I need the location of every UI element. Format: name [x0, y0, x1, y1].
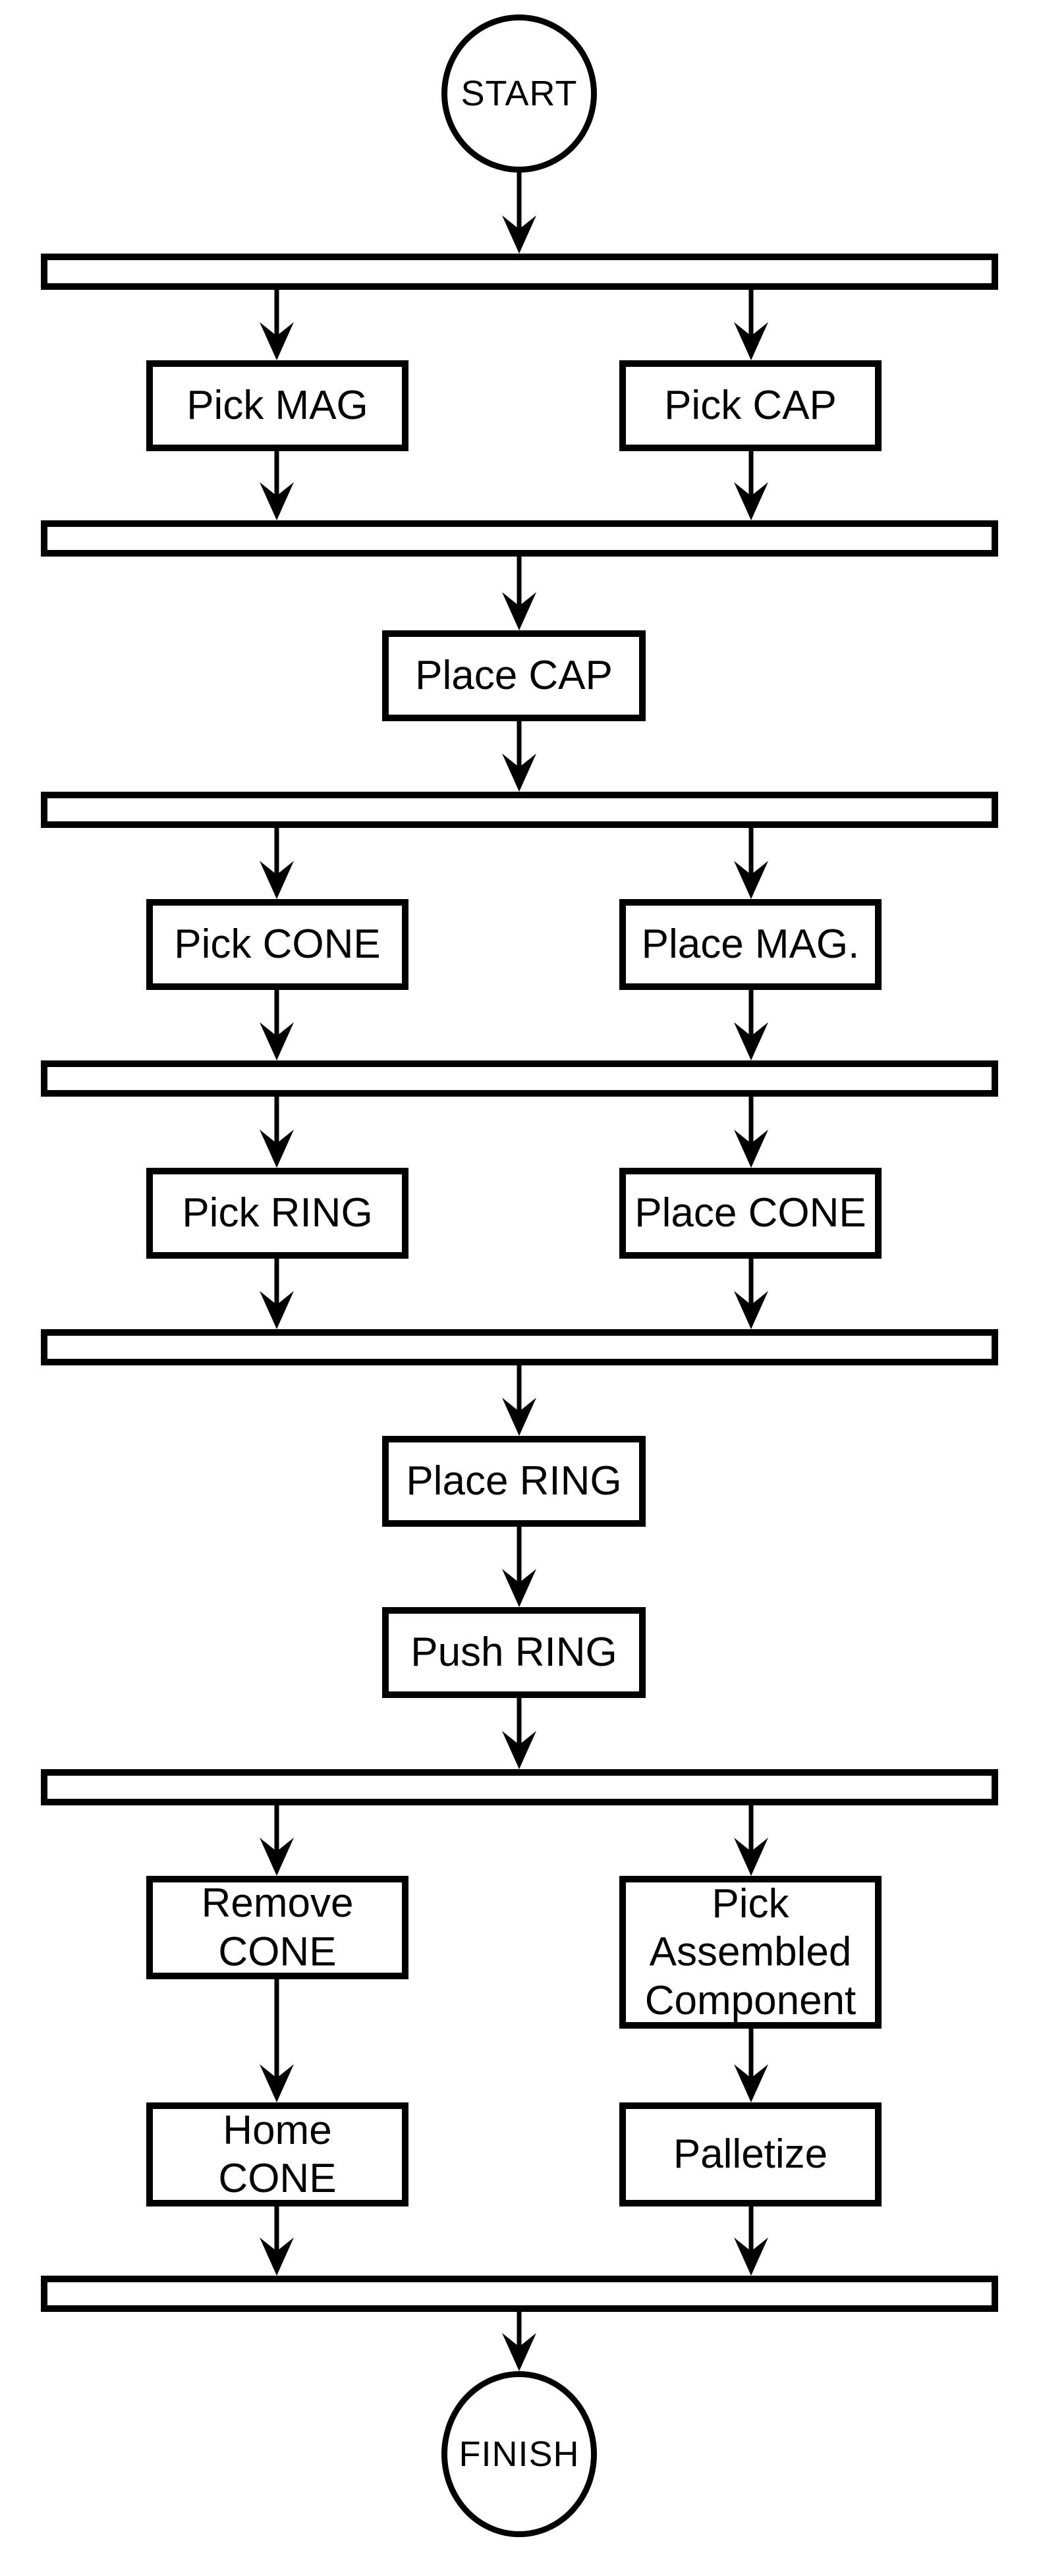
flow-arrow — [260, 290, 294, 360]
sync-bar-5 — [41, 1329, 998, 1365]
process-box-place-cone: Place CONE — [619, 1168, 882, 1259]
flow-arrow — [260, 1259, 294, 1329]
flow-arrow — [260, 828, 294, 899]
place-mag-label: Place MAG. — [641, 921, 860, 968]
pick-ring-label: Pick RING — [182, 1190, 373, 1236]
process-box-push-ring: Push RING — [382, 1607, 646, 1698]
finish-terminal: FINISH — [441, 2371, 597, 2537]
flow-arrow — [734, 451, 768, 520]
flow-arrow — [502, 2312, 536, 2371]
start-terminal: START — [441, 14, 597, 173]
flow-arrow — [260, 990, 294, 1060]
flow-arrow — [260, 451, 294, 520]
process-box-place-cap: Place CAP — [382, 630, 646, 721]
flow-arrow — [734, 990, 768, 1060]
process-box-pick-mag: Pick MAG — [146, 360, 408, 451]
flow-arrow — [734, 1259, 768, 1329]
place-ring-label: Place RING — [406, 1458, 622, 1504]
flow-arrow — [502, 721, 536, 792]
flow-arrow — [502, 170, 536, 254]
process-box-home-cone: Home CONE — [146, 2102, 408, 2206]
flow-arrow — [734, 1805, 768, 1876]
palletize-label: Palletize — [673, 2131, 828, 2178]
flow-arrow — [260, 1805, 294, 1876]
sync-bar-7 — [41, 2276, 998, 2312]
place-cone-label: Place CONE — [634, 1190, 866, 1236]
pick-mag-label: Pick MAG — [186, 383, 368, 429]
push-ring-label: Push RING — [410, 1630, 617, 1676]
sync-bar-4 — [41, 1060, 998, 1097]
flow-arrow — [502, 1698, 536, 1769]
start-label: START — [461, 74, 578, 113]
flow-arrow — [734, 828, 768, 899]
pick-assembled-component-label: Pick Assembled Component — [644, 1881, 856, 2023]
process-box-palletize: Palletize — [619, 2102, 882, 2206]
process-box-pick-assembled-component: Pick Assembled Component — [619, 1876, 882, 2029]
place-cap-label: Place CAP — [415, 653, 613, 699]
process-box-pick-cone: Pick CONE — [146, 899, 408, 990]
process-box-pick-ring: Pick RING — [146, 1168, 408, 1259]
sync-bar-3 — [41, 792, 998, 828]
sync-bar-1 — [41, 254, 998, 290]
flow-arrow — [260, 1979, 294, 2102]
process-box-place-ring: Place RING — [382, 1436, 646, 1527]
flow-arrow — [734, 290, 768, 360]
finish-label: FINISH — [459, 2434, 580, 2474]
flow-arrow — [502, 557, 536, 630]
flow-arrow — [502, 1527, 536, 1607]
pick-cap-label: Pick CAP — [664, 383, 837, 429]
flow-arrow — [734, 1097, 768, 1168]
flow-arrow — [260, 1097, 294, 1168]
sync-bar-6 — [41, 1769, 998, 1805]
flow-arrow — [502, 1365, 536, 1436]
home-cone-label: Home CONE — [218, 2107, 337, 2201]
process-box-pick-cap: Pick CAP — [619, 360, 882, 451]
process-box-remove-cone: Remove CONE — [146, 1876, 408, 1979]
process-box-place-mag: Place MAG. — [619, 899, 882, 990]
pick-cone-label: Pick CONE — [174, 921, 381, 968]
remove-cone-label: Remove CONE — [201, 1880, 354, 1975]
flow-arrow — [734, 2029, 768, 2102]
flow-arrow — [260, 2206, 294, 2276]
flow-arrow — [734, 2206, 768, 2276]
sync-bar-2 — [41, 520, 998, 557]
